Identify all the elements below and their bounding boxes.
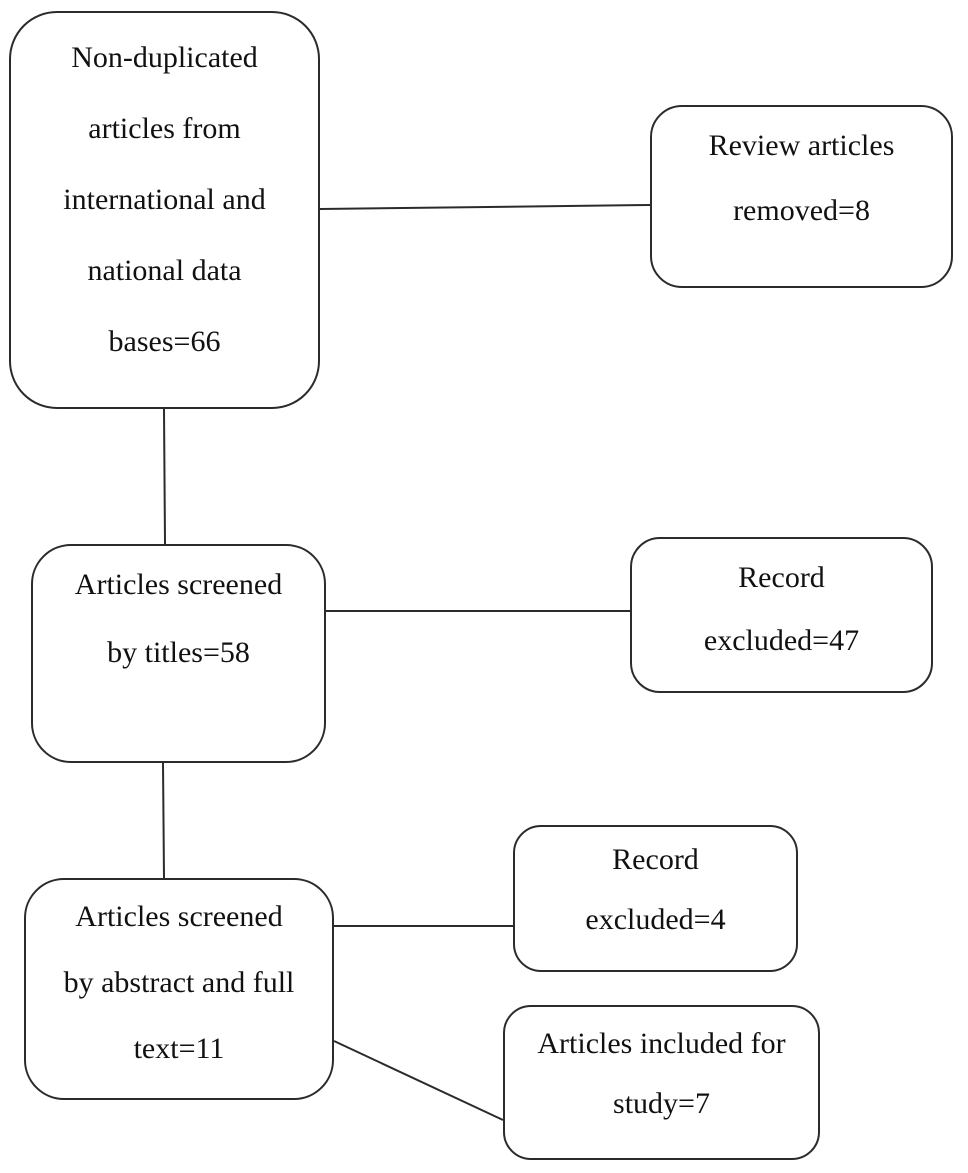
connector-abstract-screen-to-included [333, 1040, 504, 1121]
node-abstract-screen-line-1: Articles screened [75, 900, 283, 933]
node-abstract-screen-line-3: text=11 [133, 1032, 225, 1065]
node-databases-line-1: Non-duplicated [71, 41, 258, 74]
node-databases: Non-duplicated articles from internation… [9, 11, 320, 409]
node-included-line-2: study=7 [613, 1087, 710, 1120]
connector-databases-to-title-screen [163, 408, 166, 545]
connector-title-screen-to-abstract-screen [162, 762, 165, 879]
node-reviews-removed-line-1: Review articles [708, 129, 895, 162]
node-databases-line-4: national data [87, 254, 242, 287]
node-abstract-excluded-line-2: excluded=4 [585, 903, 726, 936]
node-title-screen-line-2: by titles=58 [107, 636, 250, 669]
node-databases-line-5: bases=66 [108, 325, 221, 358]
node-databases-line-3: international and [63, 183, 266, 216]
node-title-excluded-line-2: excluded=47 [703, 624, 860, 657]
node-title-screen-line-1: Articles screened [74, 568, 283, 601]
node-title-screen: Articles screened by titles=58 [31, 544, 326, 763]
node-reviews-removed-line-2: removed=8 [733, 194, 870, 227]
node-included-line-1: Articles included for [537, 1027, 786, 1060]
node-abstract-screen: Articles screened by abstract and full t… [24, 878, 334, 1100]
node-databases-line-2: articles from [88, 112, 241, 145]
node-reviews-removed: Review articles removed=8 [650, 105, 953, 288]
node-abstract-excluded-line-1: Record [612, 843, 699, 876]
connector-databases-to-reviews [319, 204, 651, 210]
node-title-excluded: Record excluded=47 [630, 537, 933, 693]
node-abstract-excluded: Record excluded=4 [513, 825, 798, 972]
node-included: Articles included for study=7 [503, 1005, 820, 1160]
node-abstract-screen-line-2: by abstract and full [63, 966, 295, 999]
node-title-excluded-line-1: Record [738, 561, 825, 594]
